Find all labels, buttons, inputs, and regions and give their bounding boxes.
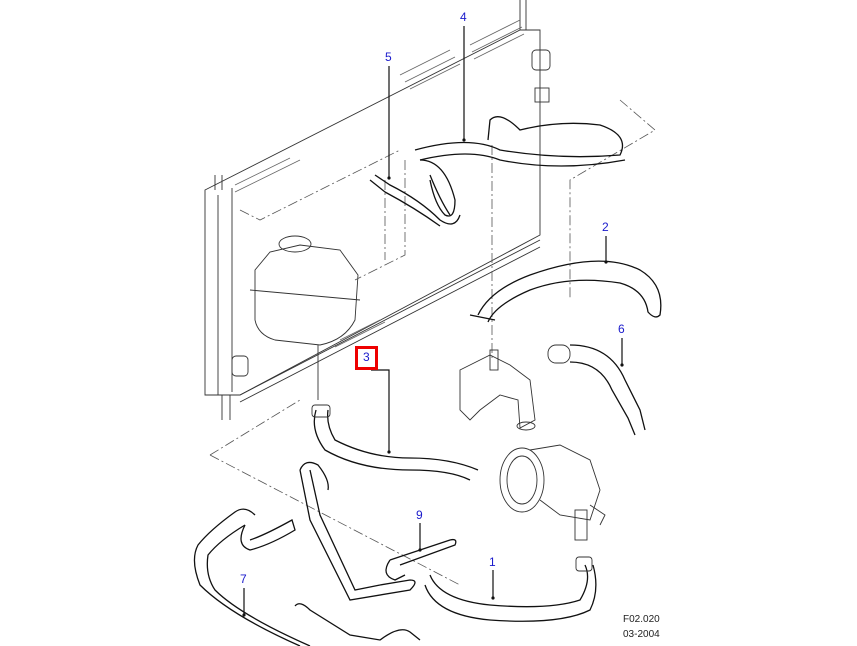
callout-1[interactable]: 1 — [489, 555, 496, 569]
guide-lines — [209, 99, 656, 586]
callout-7[interactable]: 7 — [240, 572, 247, 586]
radiator — [204, 0, 551, 420]
callout-4[interactable]: 4 — [460, 10, 467, 24]
hose-1 — [424, 556, 597, 622]
radiator-fins — [234, 19, 525, 348]
hose-2 — [469, 260, 662, 323]
hose-4 — [414, 116, 626, 217]
callout-6[interactable]: 6 — [618, 322, 625, 336]
water-pump — [499, 444, 606, 541]
callout-9[interactable]: 9 — [416, 508, 423, 522]
callout-3-selected[interactable]: 3 — [355, 346, 378, 370]
expansion-tank — [249, 235, 361, 400]
callout-5[interactable]: 5 — [385, 50, 392, 64]
hose-9 — [299, 461, 457, 601]
thermostat-housing — [459, 349, 536, 431]
leader-lines — [242, 26, 624, 617]
hose-6 — [547, 344, 646, 436]
hose-5 — [369, 174, 461, 227]
hose-3 — [311, 404, 479, 481]
figure-date: 03-2004 — [623, 629, 660, 640]
hose-7 — [193, 508, 421, 646]
figure-code: F02.020 — [623, 614, 660, 625]
callout-2[interactable]: 2 — [602, 220, 609, 234]
